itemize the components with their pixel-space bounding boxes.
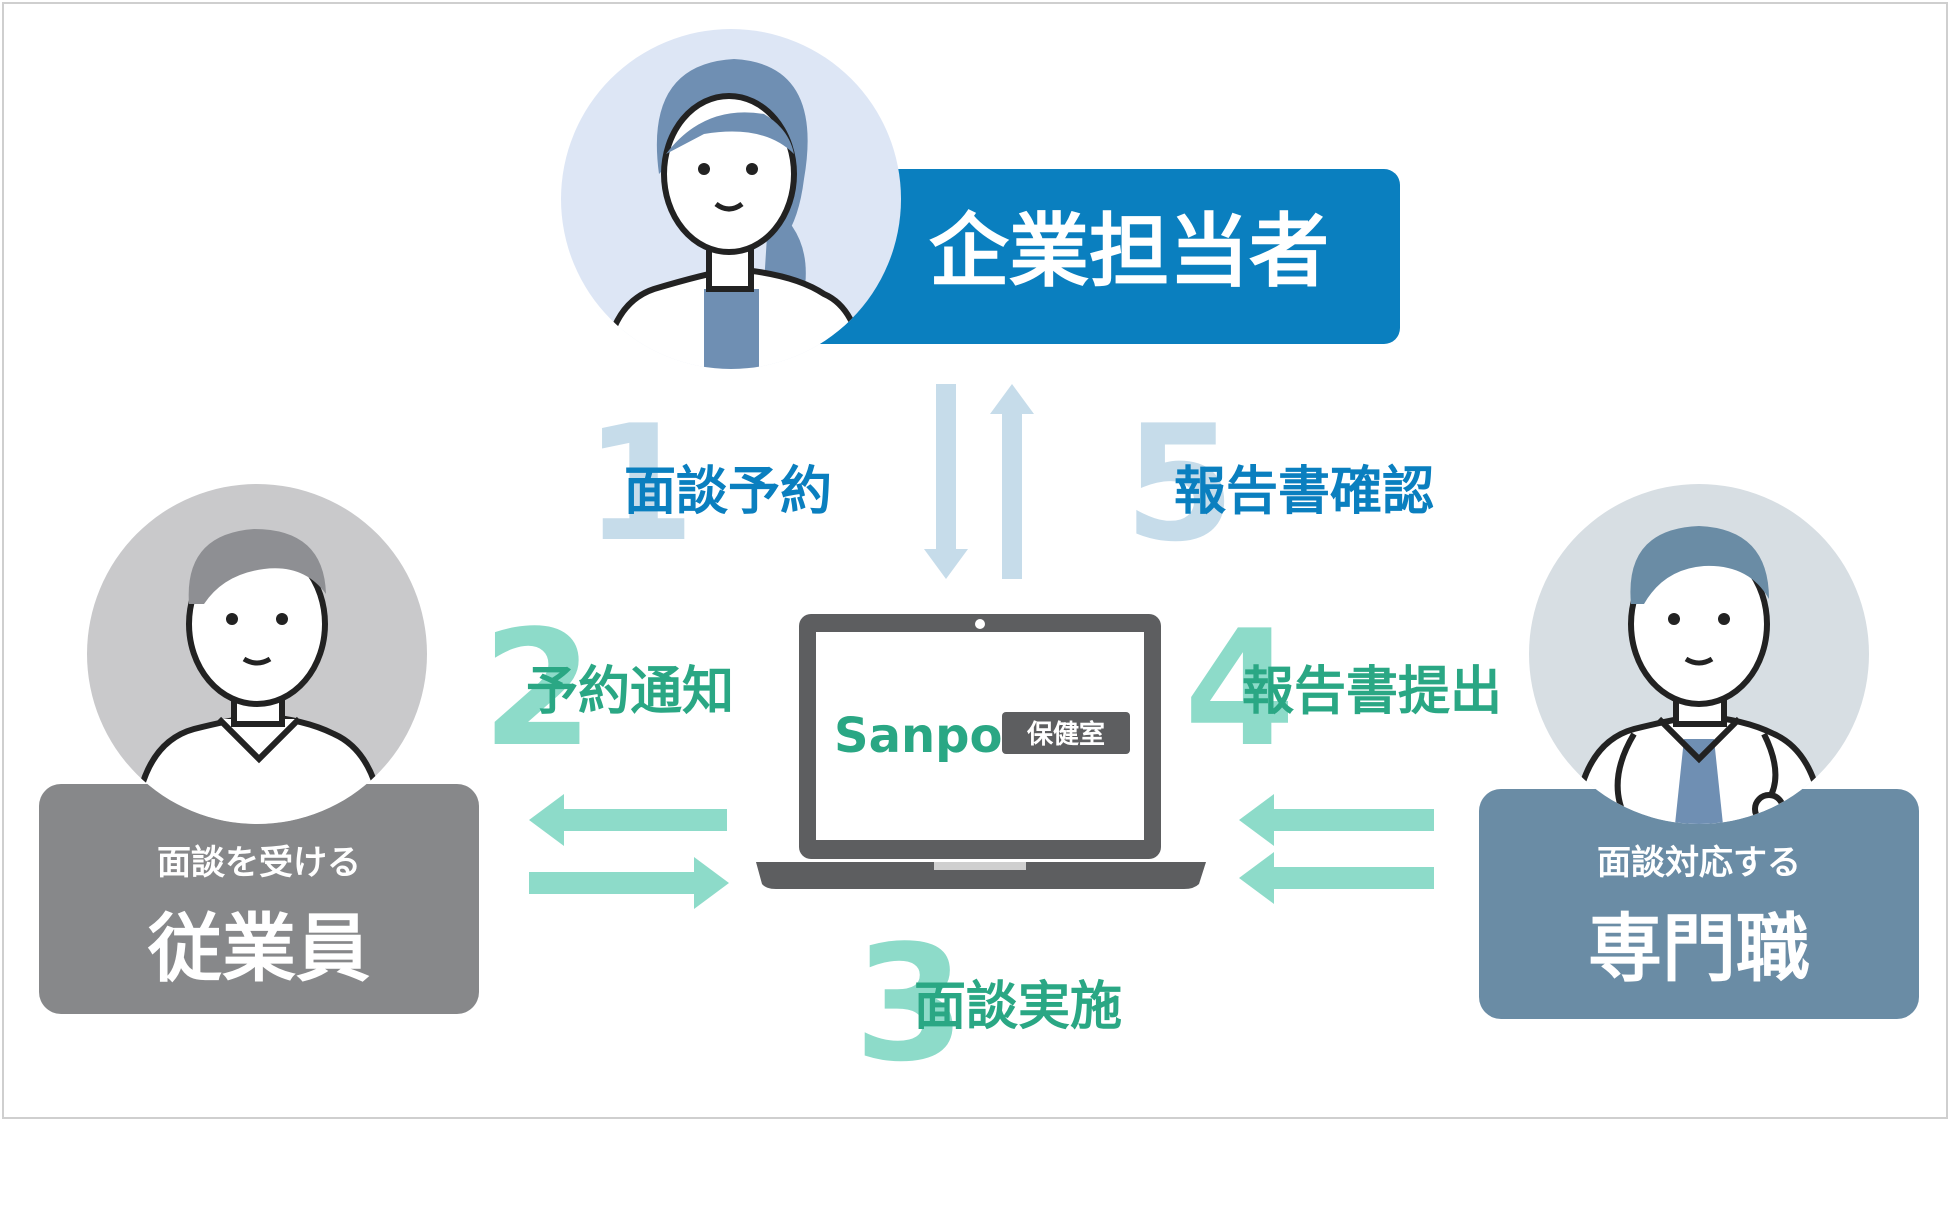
step-4: 4 報告書提出 [1184, 595, 1502, 782]
doctor-avatar-icon [1529, 484, 1869, 824]
professional-label: 専門職 [1588, 906, 1810, 992]
woman-avatar-icon [561, 29, 901, 369]
step-1-number: 1 [584, 390, 695, 577]
step-4-label: 報告書提出 [1242, 662, 1502, 722]
laptop-badge-box [1002, 712, 1130, 754]
laptop-logo: Sanpo [834, 708, 1002, 764]
step-1: 1 面談予約 [584, 390, 832, 577]
step-5: 5 報告書確認 [1124, 390, 1434, 577]
step-5-label: 報告書確認 [1174, 462, 1434, 522]
step-1-label: 面談予約 [624, 462, 832, 522]
arrow-icon [529, 794, 729, 909]
professional-sublabel: 面談対応する [1597, 843, 1801, 883]
step-2: 2 予約通知 [482, 595, 734, 782]
man-avatar-icon [87, 484, 427, 824]
arrow-icon [1239, 794, 1434, 904]
employee-sublabel: 面談を受ける [157, 843, 361, 883]
employee-group: 面談を受ける 従業員 [39, 484, 479, 1014]
step-5-number: 5 [1124, 390, 1235, 577]
workflow-diagram: 企業担当者 面 [39, 29, 1919, 1097]
employee-label: 従業員 [147, 906, 370, 992]
arrow-icon [924, 384, 1034, 579]
manager-group: 企業担当者 [561, 29, 1400, 369]
step-3: 3 面談実施 [854, 910, 1122, 1097]
step-3-number: 3 [854, 910, 965, 1097]
professional-group: 面談対応する 専門職 [1479, 484, 1919, 1019]
diagram-frame: 企業担当者 面 [2, 2, 1948, 1119]
employee-label-box [39, 784, 479, 1014]
laptop-badge: 保健室 [1026, 719, 1105, 750]
manager-label: 企業担当者 [929, 205, 1329, 298]
step-2-number: 2 [482, 595, 593, 782]
professional-label-box [1479, 789, 1919, 1019]
laptop-icon: Sanpo 保健室 [756, 614, 1206, 889]
step-3-label: 面談実施 [914, 977, 1122, 1037]
step-2-label: 予約通知 [526, 662, 734, 722]
step-4-number: 4 [1184, 595, 1295, 782]
